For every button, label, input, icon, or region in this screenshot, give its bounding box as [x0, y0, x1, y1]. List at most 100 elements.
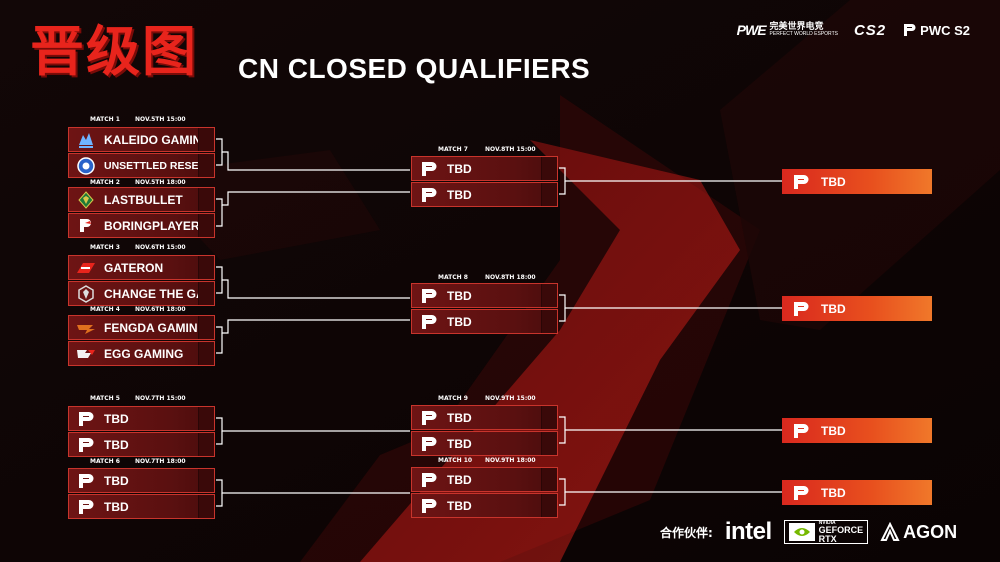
match-2-time: NOV.5TH 18:00 — [135, 179, 186, 186]
pwc-placeholder-icon — [416, 183, 441, 206]
team-slot[interactable]: TBD — [68, 406, 215, 431]
gateron-logo — [73, 256, 98, 279]
nvidia-geforce-logo: NVIDIA GEFORCE RTX — [783, 520, 869, 544]
match-1-label: MATCH 1 — [90, 116, 120, 123]
match-3-time: NOV.6TH 15:00 — [135, 244, 186, 251]
team-slot[interactable]: TBD — [411, 156, 558, 181]
team-slot[interactable]: KALEIDO GAMING — [68, 127, 215, 152]
team-slot[interactable]: TBD — [411, 309, 558, 334]
pwc-placeholder-icon — [416, 494, 441, 517]
score-box — [198, 433, 214, 456]
team-slot[interactable]: TBD — [411, 467, 558, 492]
pwc-icon — [904, 24, 916, 36]
team-name: EGG GAMING — [104, 346, 184, 361]
match-6-label: MATCH 6 — [90, 458, 120, 465]
qualified-slot-4[interactable]: TBD — [782, 480, 932, 505]
team-name: KALEIDO GAMING — [104, 132, 198, 147]
pwc-placeholder-icon — [73, 469, 98, 492]
match-7-label: MATCH 7 — [438, 146, 468, 153]
geforce-text: GEFORCE — [818, 525, 864, 535]
team-name: TBD — [104, 473, 129, 488]
team-slot[interactable]: GATERON — [68, 255, 215, 280]
team-slot[interactable]: TBD — [68, 432, 215, 457]
pwc-placeholder-icon — [416, 310, 441, 333]
team-slot[interactable]: FENGDA GAMING — [68, 315, 215, 340]
score-box — [541, 406, 557, 429]
team-name: TBD — [447, 472, 472, 487]
score-box — [198, 188, 214, 211]
qualified-slot-3[interactable]: TBD — [782, 418, 932, 443]
score-box — [541, 468, 557, 491]
team-name: TBD — [447, 410, 472, 425]
team-slot[interactable]: CHANGE THE GAME — [68, 281, 215, 306]
score-box — [198, 316, 214, 339]
egg-gaming-logo — [73, 342, 98, 365]
pwc-placeholder-icon — [788, 481, 813, 504]
team-slot[interactable]: TBD — [411, 182, 558, 207]
team-name: UNSETTLED RESENTMENT — [104, 159, 198, 172]
team-slot[interactable]: EGG GAMING — [68, 341, 215, 366]
pwc-placeholder-icon — [416, 406, 441, 429]
score-box — [541, 157, 557, 180]
boringplayer-logo — [73, 214, 98, 237]
match-6-time: NOV.7TH 18:00 — [135, 458, 186, 465]
team-name: TBD — [447, 436, 472, 451]
team-name: TBD — [447, 187, 472, 202]
score-box — [541, 494, 557, 517]
pwc-logo: PWC S2 — [902, 23, 970, 38]
pwc-placeholder-icon — [788, 170, 813, 193]
pwc-placeholder-icon — [788, 297, 813, 320]
team-slot[interactable]: LASTBULLET — [68, 187, 215, 212]
unsettled-resentment-logo — [73, 154, 98, 177]
team-name: TBD — [447, 314, 472, 329]
pwc-placeholder-icon — [416, 284, 441, 307]
match-5-time: NOV.7TH 15:00 — [135, 395, 186, 402]
change-the-game-logo — [73, 282, 98, 305]
team-name: TBD — [821, 174, 846, 189]
qualified-slot-1[interactable]: TBD — [782, 169, 932, 194]
team-slot[interactable]: TBD — [411, 431, 558, 456]
score-box — [541, 183, 557, 206]
team-slot[interactable]: BORINGPLAYER — [68, 213, 215, 238]
match-10-label: MATCH 10 — [438, 457, 473, 464]
team-name: TBD — [447, 161, 472, 176]
fengda-gaming-logo — [73, 316, 98, 339]
pwc-placeholder-icon — [788, 419, 813, 442]
score-box — [198, 128, 214, 151]
pwe-cn-text: 完美世界电竞 — [769, 21, 824, 31]
nvidia-text: NVIDIA — [818, 520, 836, 526]
page-title-en: CN CLOSED QUALIFIERS — [238, 53, 591, 84]
partners-label: 合作伙伴: — [660, 525, 713, 540]
score-box — [541, 432, 557, 455]
team-slot[interactable]: TBD — [68, 468, 215, 493]
pwc-placeholder-icon — [416, 157, 441, 180]
pwc-text: PWC S2 — [920, 22, 970, 38]
team-name: TBD — [821, 485, 846, 500]
pwc-placeholder-icon — [73, 495, 98, 518]
team-name: TBD — [104, 411, 129, 426]
pwc-placeholder-icon — [73, 407, 98, 430]
score-box — [198, 407, 214, 430]
match-10-time: NOV.9TH 18:00 — [485, 457, 536, 464]
team-slot[interactable]: TBD — [411, 283, 558, 308]
header-logos: PWE 完美世界电竞 PERFECT WORLD ESPORTS CS2 PWC… — [737, 20, 970, 40]
score-box — [541, 310, 557, 333]
team-slot[interactable]: TBD — [68, 494, 215, 519]
match-9-label: MATCH 9 — [438, 395, 468, 402]
team-slot[interactable]: TBD — [411, 493, 558, 518]
team-name: TBD — [821, 423, 846, 438]
agon-text: AGON — [903, 521, 958, 542]
team-name: CHANGE THE GAME — [104, 286, 198, 301]
team-name: TBD — [821, 301, 846, 316]
qualified-slot-2[interactable]: TBD — [782, 296, 932, 321]
match-1-time: NOV.5TH 15:00 — [135, 116, 186, 123]
team-slot[interactable]: UNSETTLED RESENTMENT — [68, 153, 215, 178]
team-name: GATERON — [104, 260, 164, 275]
score-box — [541, 284, 557, 307]
team-slot[interactable]: TBD — [411, 405, 558, 430]
match-5-label: MATCH 5 — [90, 395, 120, 402]
team-name: TBD — [104, 437, 129, 452]
match-2-label: MATCH 2 — [90, 179, 120, 186]
pwc-placeholder-icon — [416, 468, 441, 491]
match-4-time: NOV.6TH 18:00 — [135, 306, 186, 313]
